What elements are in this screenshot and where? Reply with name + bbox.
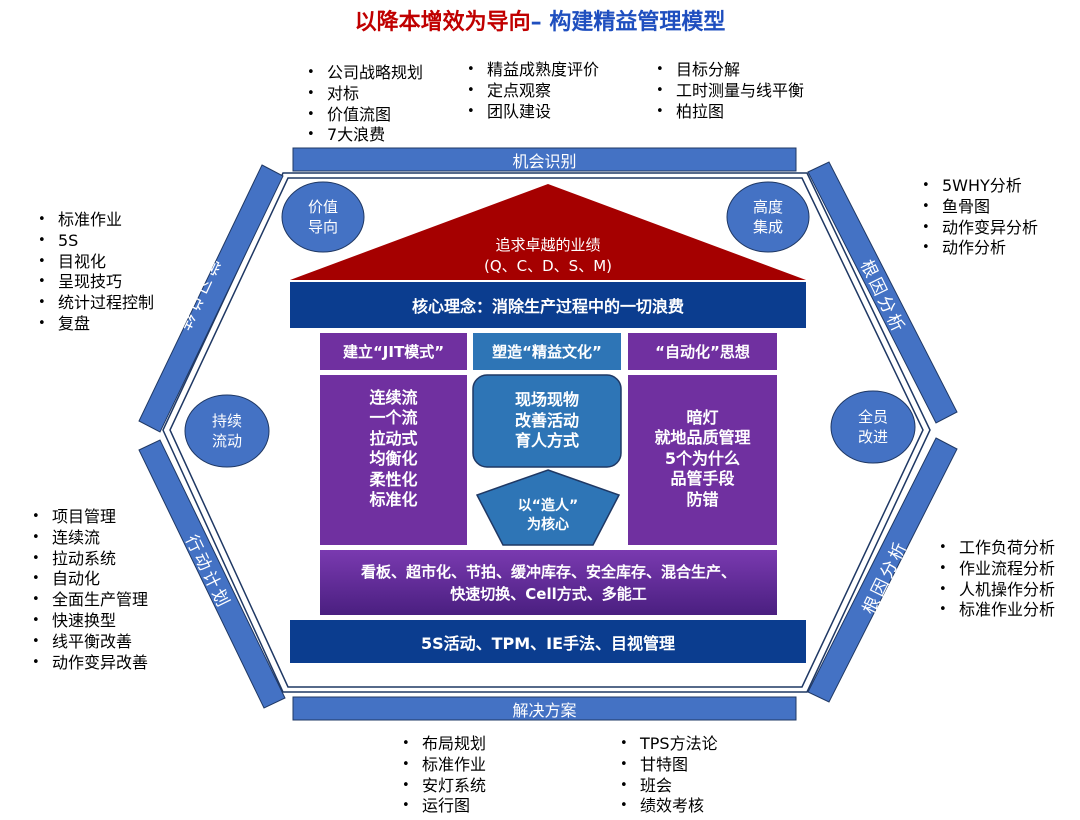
circle-continuous-flow: 持续流动 [211, 412, 242, 450]
bar-left-upper-shape [138, 164, 284, 433]
hexagon-inner [169, 177, 924, 688]
circle-top-right-shape [726, 181, 810, 253]
top-list-2: 精益成熟度评价定点观察团队建设 [465, 60, 599, 122]
top-list-3: 目标分解工时测量与线平衡柏拉图 [654, 60, 804, 122]
circle-all-staff-improve: 全员改进 [857, 408, 888, 446]
pillar-culture-items: 现场现物改善活动育人方式 [514, 390, 579, 451]
hexagon-outer [162, 172, 931, 693]
lean-tools: 看板、超市化、节拍、缓冲库存、安全库存、混合生产、快速切换、Cell方式、多能工 [360, 562, 736, 603]
bottom-list-2: TPS方法论甘特图班会绩效考核 [618, 734, 718, 817]
core-shape [290, 282, 806, 328]
left-bottom-list: 项目管理连续流拉动系统自动化全面生产管理快速换型线平衡改善动作变异改善 [30, 507, 148, 673]
roof-goal: 追求卓越的业绩(Q、C、D、S、M) [484, 236, 612, 275]
bar-right-upper-shape [807, 161, 958, 424]
circle-value-oriented: 价值导向 [307, 198, 338, 236]
circle-left-shape [184, 394, 270, 468]
left-top-list: 标准作业5S目视化呈现技巧统计过程控制复盘 [36, 210, 154, 335]
page-title: 以降本增效为导向– 构建精益管理模型 [354, 10, 726, 35]
pillar-jit-items: 连续流一个流拉动式均衡化柔性化标准化 [369, 387, 418, 510]
roof-shape [290, 184, 806, 280]
pillar-culture-core: 以“造人”为核心 [517, 498, 579, 533]
bar-top-shape [292, 147, 797, 172]
right-bottom-list: 工作负荷分析作业流程分析人机操作分析标准作业分析 [937, 538, 1055, 621]
tools-shape [320, 550, 777, 615]
bar-right-lower-shape [807, 437, 958, 703]
foundation: 5S活动、TPM、IE手法、目视管理 [420, 633, 676, 653]
circle-right-shape [830, 390, 916, 464]
core-philosophy: 核心理念：消除生产过程中的一切浪费 [411, 297, 684, 316]
top-list-1: 公司战略规划对标价值流图7大浪费 [305, 63, 423, 146]
bar-opportunity: 机会识别 [512, 151, 577, 171]
right-top-list: 5WHY分析鱼骨图动作变异分析动作分析 [920, 176, 1038, 259]
core-pentagon-shape [475, 469, 621, 546]
bottom-list-1: 布局规划标准作业安灯系统运行图 [400, 734, 486, 817]
pillar-jit-header: 建立“JIT模式” [342, 343, 445, 361]
bar-left-lower-shape [138, 439, 286, 709]
foundation-shape [290, 620, 806, 663]
bar-solution: 解决方案 [512, 700, 577, 720]
bar-bottom-shape [292, 696, 797, 721]
pillar-culture-header: 塑造“精益文化” [492, 343, 602, 361]
circle-high-integration: 高度集成 [752, 198, 783, 236]
circle-top-left-shape [281, 181, 365, 253]
pillar-jidoka-header: “自动化”思想 [655, 343, 750, 361]
